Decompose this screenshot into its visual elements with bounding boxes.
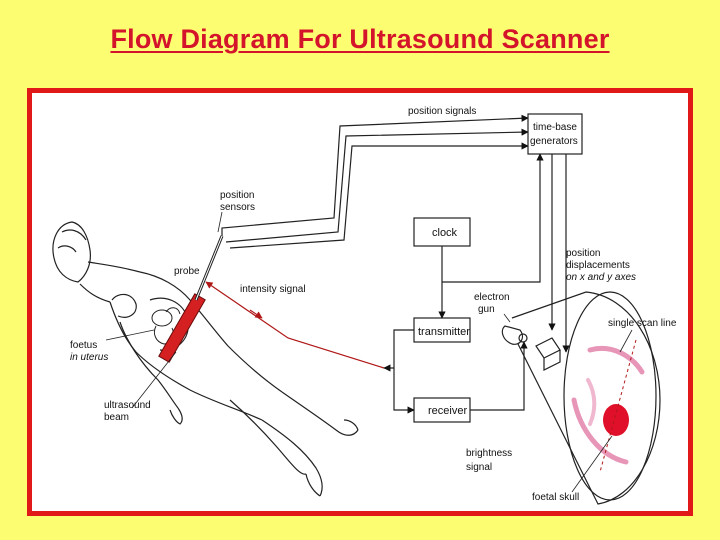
label-brightness-2: signal <box>466 462 492 473</box>
label-probe: probe <box>174 266 200 277</box>
time-base-box <box>527 113 583 155</box>
label-foetus-1: foetus <box>70 340 97 351</box>
label-position-displacements-2: displacements <box>566 260 630 271</box>
label-position-displacements-3: on x and y axes <box>566 272 636 283</box>
label-foetal-skull: foetal skull <box>532 492 579 503</box>
crt-display <box>501 291 661 505</box>
label-foetus-2: in uterus <box>70 352 108 363</box>
label-clock: clock <box>432 227 458 239</box>
tx-rx-connections <box>383 329 415 414</box>
label-time-base-1: time-base <box>533 122 577 133</box>
slide-title: Flow Diagram For Ultrasound Scanner <box>110 24 610 54</box>
patient-figure <box>52 221 359 497</box>
label-ultrasound-beam-2: beam <box>104 412 129 423</box>
label-brightness-1: brightness <box>466 448 512 459</box>
diagram-frame <box>27 88 693 516</box>
label-single-scan-line: single scan line <box>608 318 677 329</box>
foetal-skull-shape <box>603 404 629 436</box>
label-position-sensors-2: sensors <box>220 202 255 213</box>
probe-shape <box>158 293 206 363</box>
clock-box <box>413 217 471 247</box>
label-position-signals: position signals <box>408 106 476 117</box>
intensity-signal-line <box>205 281 385 369</box>
label-electron-gun-2: gun <box>478 304 495 315</box>
label-position-sensors-1: position <box>220 190 254 201</box>
label-intensity-signal: intensity signal <box>240 284 306 295</box>
label-electron-gun-1: electron <box>474 292 510 303</box>
displacement-lines <box>548 154 570 353</box>
label-receiver: receiver <box>428 405 467 417</box>
label-time-base-2: generators <box>530 136 578 147</box>
clock-connections <box>438 153 544 319</box>
label-leaders <box>105 211 633 493</box>
position-signal-cables <box>221 114 529 249</box>
label-position-displacements-1: position <box>566 248 600 259</box>
transmitter-box <box>413 317 471 343</box>
brightness-signal-line <box>470 341 528 411</box>
receiver-box <box>413 397 471 423</box>
label-transmitter: transmitter <box>418 326 470 338</box>
scan-image <box>571 339 645 473</box>
label-ultrasound-beam-1: ultrasound <box>104 400 151 411</box>
